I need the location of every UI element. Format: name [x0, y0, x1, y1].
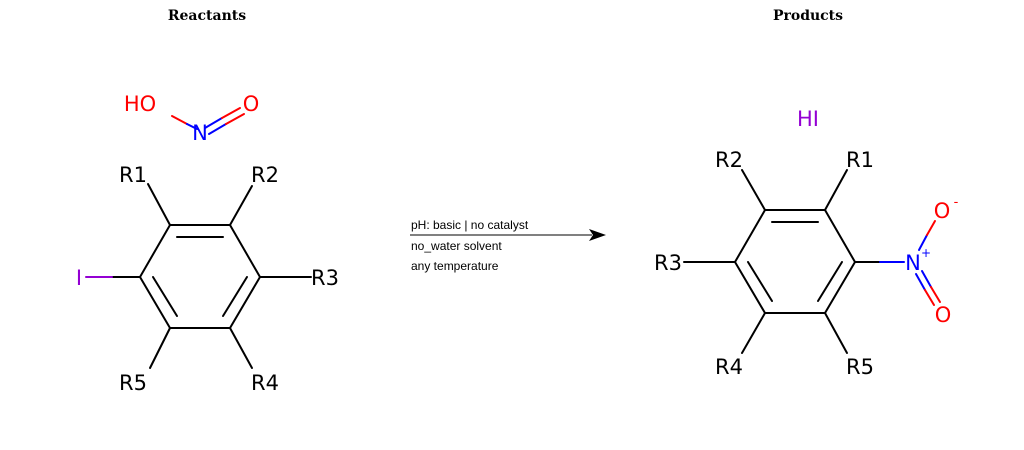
- benzene-ring: [138, 224, 262, 329]
- reactants-title: Reactants: [167, 8, 247, 24]
- r3-label: R3: [311, 266, 339, 290]
- bond-n-o-double-a-red: [221, 107, 241, 119]
- bond-n-o-bottom-b-blue: [921, 270, 932, 288]
- reaction-arrow-group: pH: basic | no catalyst no_water solvent…: [410, 218, 606, 273]
- bond-o-n-blue: [186, 123, 198, 130]
- bond-n-o-double-b-red: [225, 113, 245, 125]
- hydroxyl-label: HO: [124, 92, 156, 116]
- product-r3-label: R3: [654, 251, 682, 275]
- oxygen-negative-charge: -: [954, 195, 959, 210]
- bond-n-o-top-red: [926, 220, 936, 236]
- bond-n-o-double-a-blue: [204, 117, 223, 129]
- hydrogen-iodide-label: HI: [797, 107, 819, 131]
- product-benzene-ring: [733, 209, 857, 314]
- condition-solvent: no_water solvent: [411, 239, 502, 253]
- product-bond-r4: [741, 312, 766, 354]
- nitro-oxygen-bottom-label: O: [935, 303, 952, 327]
- product-r5-label: R5: [846, 355, 874, 379]
- oxygen-label: O: [243, 92, 260, 116]
- bond-n-o-double-b-blue: [208, 123, 227, 135]
- product-bond-r5: [824, 312, 848, 354]
- r4-label: R4: [251, 371, 279, 395]
- product-bond-r2: [741, 169, 766, 211]
- condition-ph-catalyst: pH: basic | no catalyst: [411, 218, 529, 232]
- nitrous-acid-molecule: HO N O: [124, 92, 259, 145]
- r1-label: R1: [119, 163, 147, 187]
- nitroarene-molecule: R2 R1 R3 R4 R5 N + O - O: [654, 148, 959, 379]
- nitrogen-label: N: [192, 121, 208, 145]
- bond-o-n-red: [171, 115, 188, 125]
- bond-r1: [147, 183, 171, 226]
- nitro-nitrogen-label: N: [905, 251, 921, 275]
- iodoarene-molecule: R1 R2 R3 R4 R5 I: [76, 163, 339, 395]
- nitro-oxygen-top-label: O: [934, 199, 951, 223]
- product-r4-label: R4: [715, 355, 743, 379]
- aromatic-inner-bond-right: [222, 276, 248, 317]
- r5-label: R5: [119, 371, 147, 395]
- aromatic-inner-bond-left: [152, 276, 178, 317]
- bond-n-o-bottom-b-red: [930, 286, 941, 303]
- arrowhead-icon: [589, 229, 606, 241]
- product-r1-label: R1: [846, 148, 874, 172]
- product-bond-r1: [824, 169, 848, 211]
- bond-r5: [149, 327, 171, 369]
- bond-n-o-bottom-a-blue: [915, 273, 926, 291]
- bond-r4: [229, 327, 253, 369]
- iodine-label: I: [76, 266, 82, 290]
- bond-n-o-top-blue: [918, 234, 928, 251]
- product-aromatic-inner-left: [747, 261, 773, 302]
- r2-label: R2: [251, 163, 279, 187]
- bond-r2: [229, 185, 253, 226]
- condition-temperature: any temperature: [411, 259, 499, 273]
- product-r2-label: R2: [715, 148, 743, 172]
- products-title: Products: [772, 8, 844, 24]
- product-aromatic-inner-right: [817, 261, 843, 302]
- bond-n-o-bottom-a-red: [924, 289, 935, 306]
- nitrogen-positive-charge: +: [921, 246, 931, 260]
